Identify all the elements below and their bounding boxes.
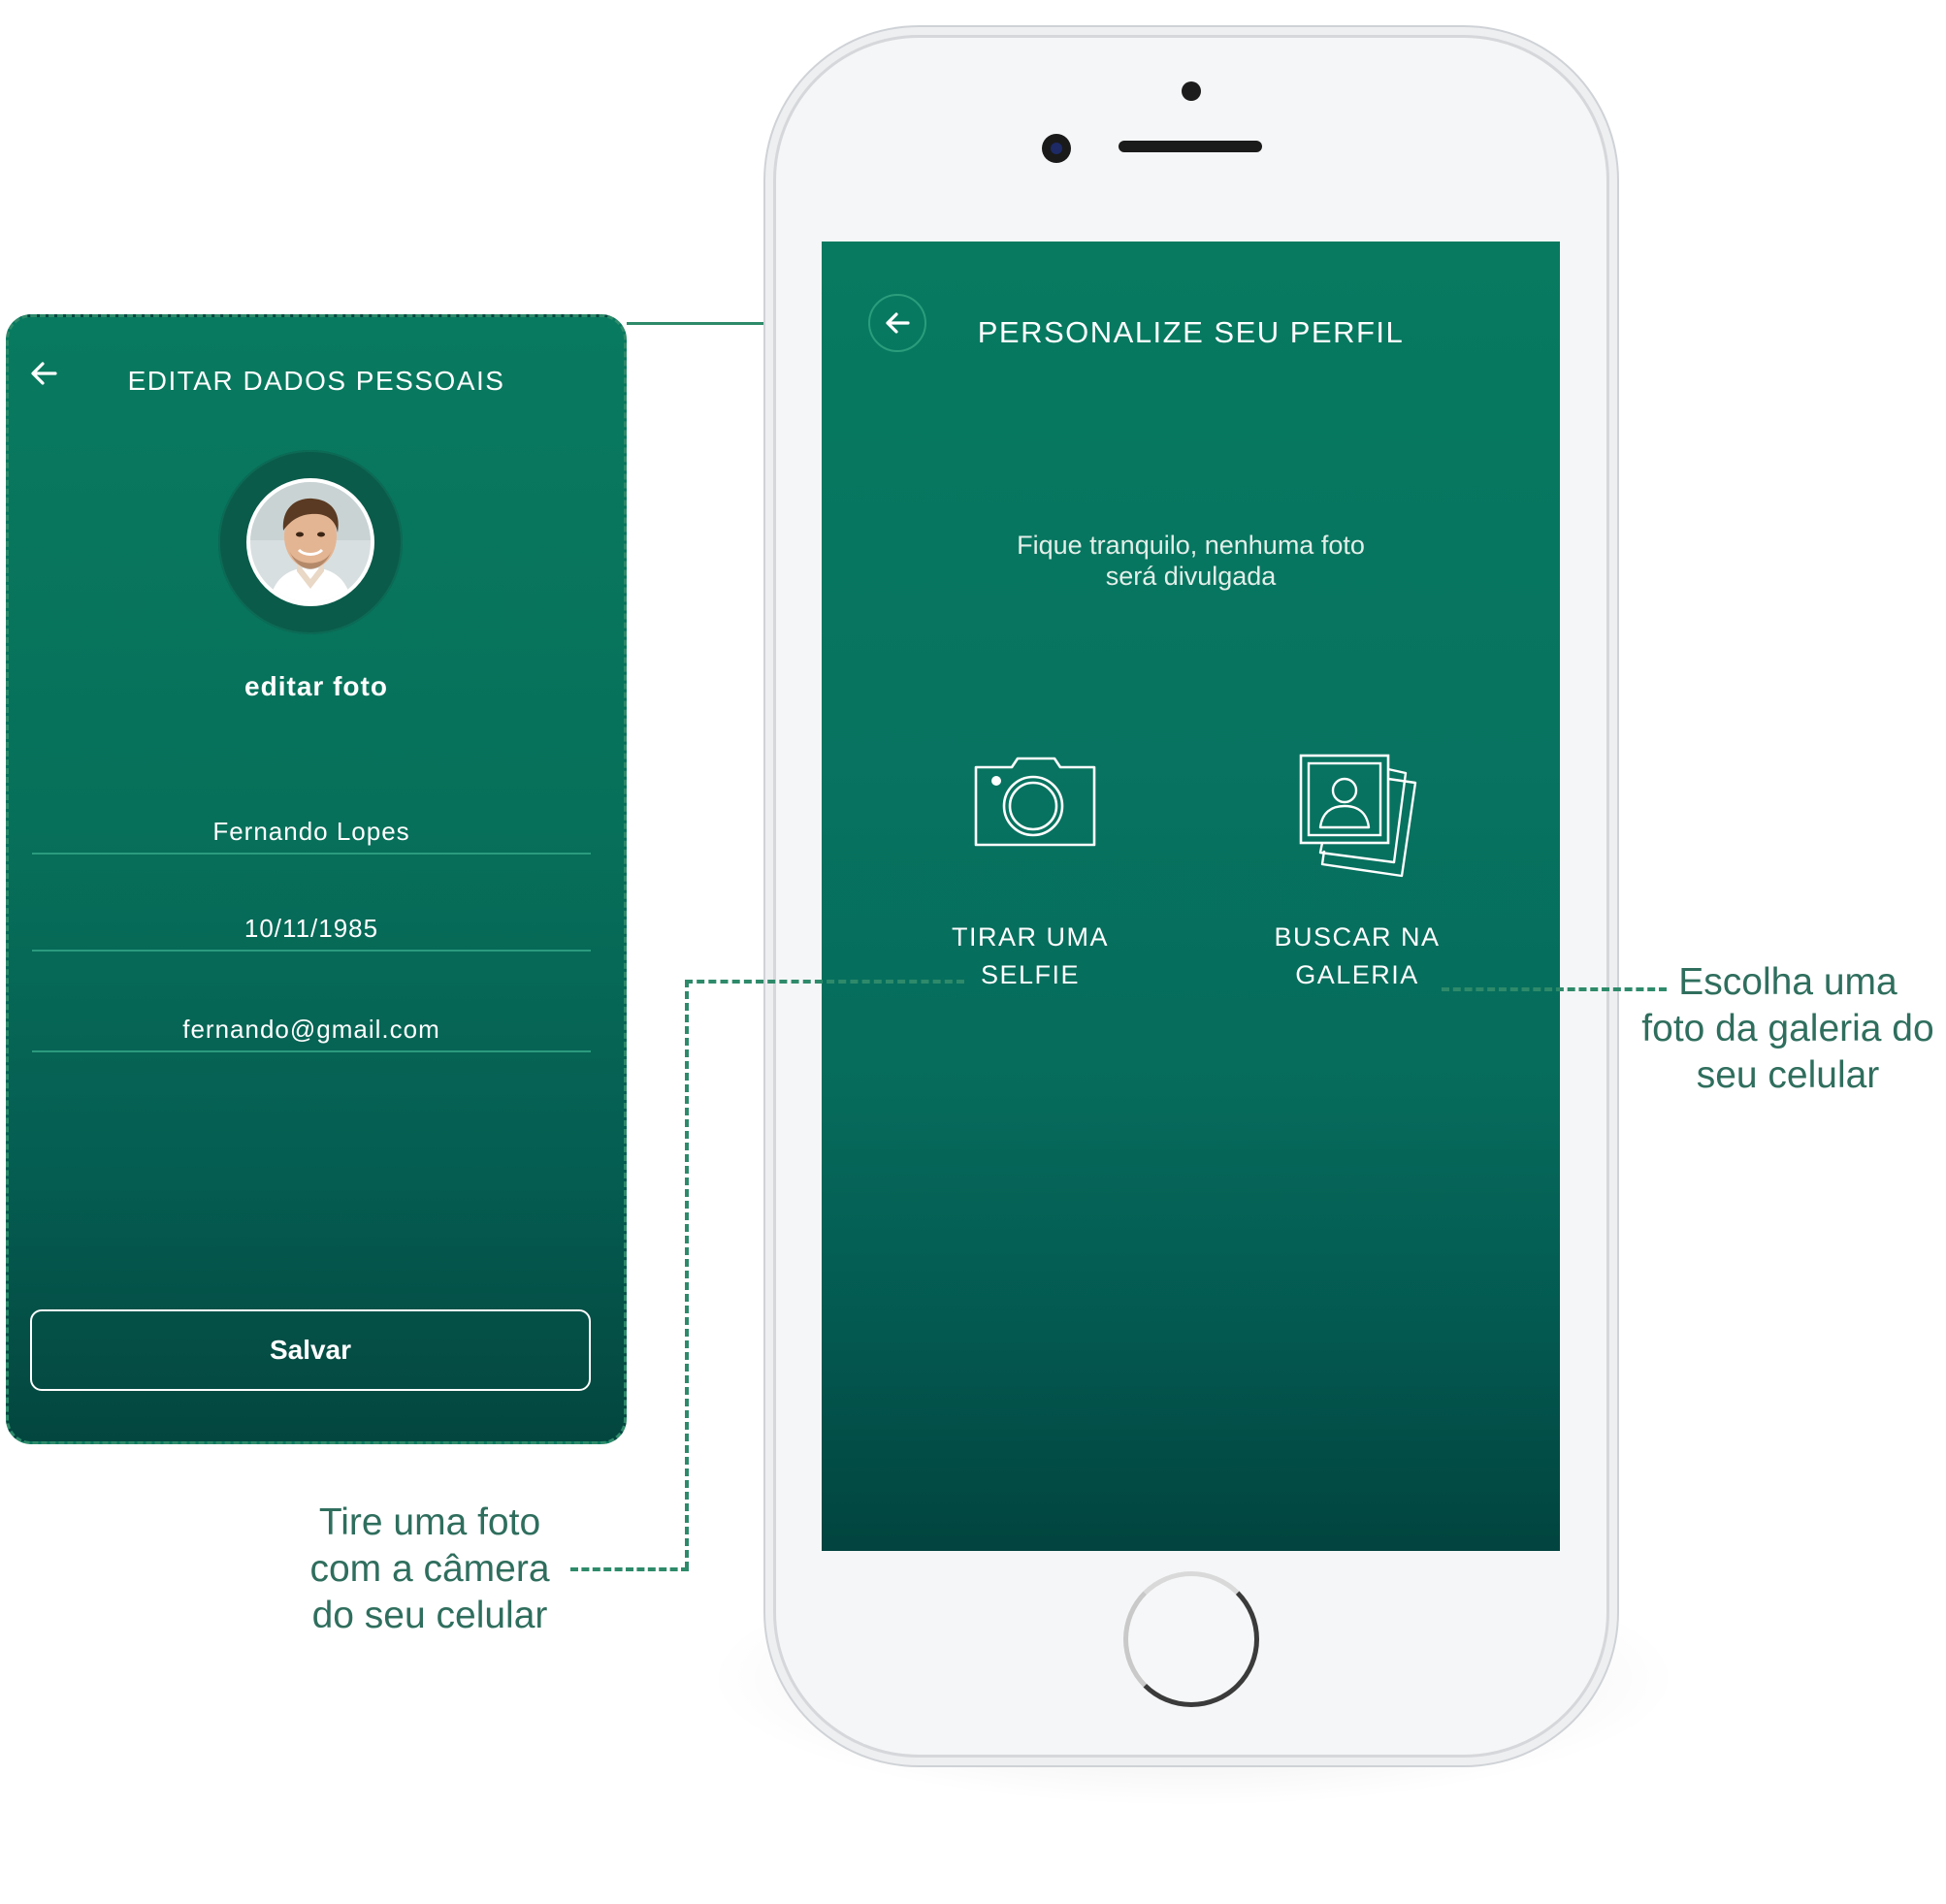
personalize-screen: PERSONALIZE SEU PERFIL Fique tranquilo, … (822, 242, 1560, 1551)
proximity-sensor (1182, 81, 1201, 101)
privacy-note-line1: Fique tranquilo, nenhuma foto (1017, 531, 1365, 560)
email-field[interactable]: fernando@gmail.com (32, 1008, 591, 1052)
browse-gallery-label-line2: GALERIA (1295, 960, 1419, 989)
take-selfie-option[interactable]: TIRAR UMA SELFIE (938, 756, 1122, 1260)
take-selfie-label-line1: TIRAR UMA (952, 922, 1109, 952)
camera-annotation-line2: com a câmera (309, 1548, 550, 1590)
selfie-leader-horizontal (685, 980, 964, 984)
gallery-annotation-line1: Escolha uma (1678, 961, 1897, 1003)
camera-annotation-line3: do seu celular (311, 1595, 548, 1636)
camera-annotation-line1: Tire uma foto (318, 1501, 541, 1543)
gallery-leader (1442, 987, 1667, 991)
volume-up-button (763, 398, 773, 524)
edit-profile-card: EDITAR DADOS PESSOAIS editar foto Fernan… (6, 314, 627, 1444)
birthdate-field[interactable]: 10/11/1985 (32, 907, 591, 952)
gallery-icon (1299, 754, 1417, 878)
back-arrow-icon (886, 312, 910, 334)
privacy-note: Fique tranquilo, nenhuma foto será divul… (822, 530, 1560, 592)
camera-annotation: Tire uma foto com a câmera do seu celula… (281, 1500, 578, 1639)
page-title: EDITAR DADOS PESSOAIS (127, 366, 505, 396)
edit-photo-link[interactable]: editar foto (244, 671, 388, 701)
power-button (1609, 400, 1619, 526)
name-field[interactable]: Fernando Lopes (32, 810, 591, 855)
gallery-annotation-line3: seu celular (1696, 1054, 1880, 1096)
back-button[interactable] (868, 294, 926, 352)
browse-gallery-label-line1: BUSCAR NA (1274, 922, 1441, 952)
save-button[interactable]: Salvar (30, 1309, 591, 1391)
back-arrow-icon[interactable] (26, 356, 61, 391)
connector-line (627, 322, 865, 325)
camera-icon (974, 757, 1096, 847)
profile-photo (250, 482, 371, 602)
mute-switch (763, 254, 773, 322)
earpiece-speaker (1119, 141, 1262, 152)
gallery-annotation: Escolha uma foto da galeria do seu celul… (1630, 959, 1946, 1099)
volume-down-button (763, 559, 773, 685)
selfie-leader-vertical (685, 980, 689, 1569)
front-camera (1042, 134, 1071, 163)
browse-gallery-option[interactable]: BUSCAR NA GALERIA (1260, 754, 1454, 1258)
screen-title: PERSONALIZE SEU PERFIL (977, 315, 1405, 349)
gallery-annotation-line2: foto da galeria do (1641, 1008, 1934, 1049)
avatar[interactable] (246, 478, 374, 606)
home-button[interactable] (1123, 1571, 1259, 1707)
selfie-leader-bottom (570, 1567, 689, 1571)
take-selfie-label-line2: SELFIE (980, 960, 1081, 989)
privacy-note-line2: será divulgada (1105, 562, 1277, 591)
